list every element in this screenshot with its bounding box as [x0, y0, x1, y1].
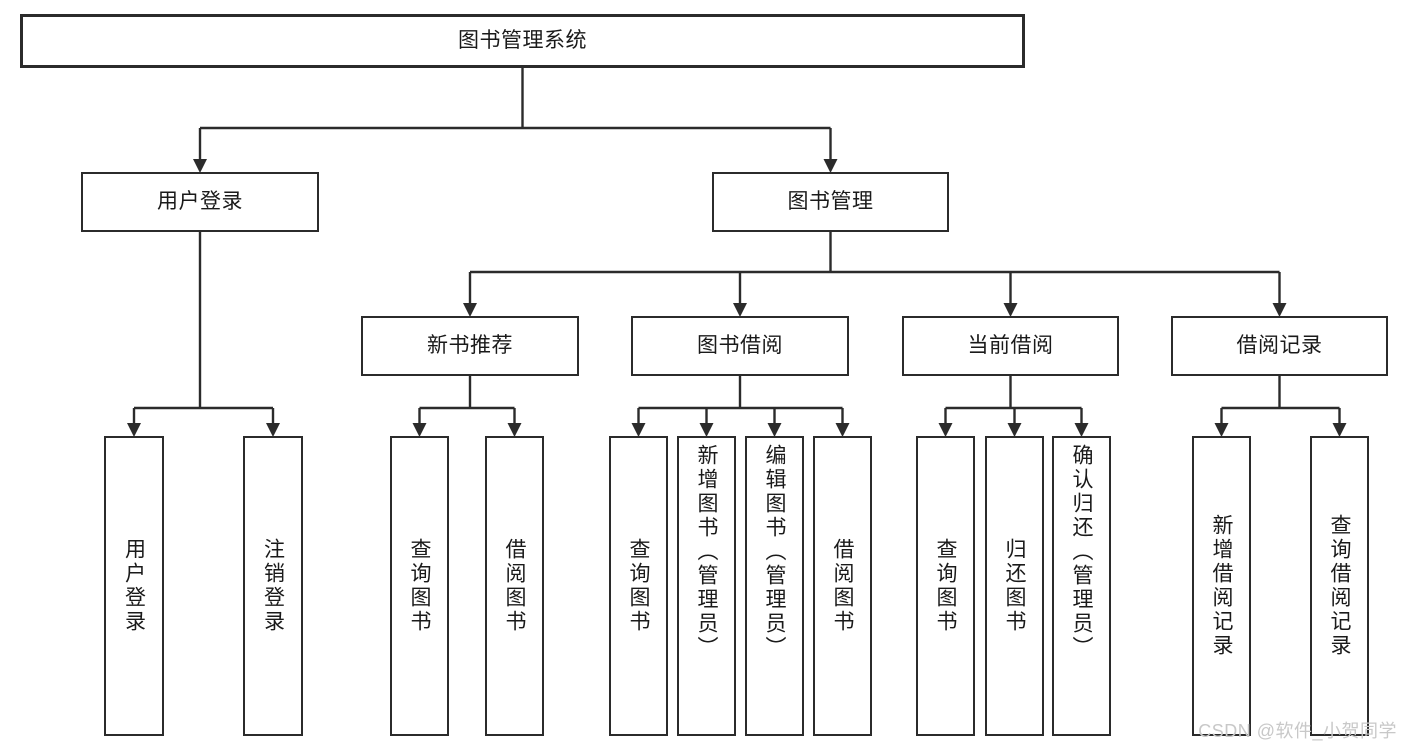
node-label: 注销登录 [261, 538, 285, 634]
node-book-manage[interactable]: 图书管理 [712, 172, 949, 232]
node-book-borrow[interactable]: 图书借阅 [631, 316, 849, 376]
node-label: 借阅图书 [503, 538, 526, 634]
arrow-head-new-book-rec [463, 303, 477, 317]
arrow-head-leaf-query-book-1 [412, 423, 427, 437]
node-leaf-query-book-2[interactable]: 查询图书 [609, 436, 668, 736]
node-leaf-return-book[interactable]: 归还图书 [985, 436, 1044, 736]
node-leaf-borrow-book-2[interactable]: 借阅图书 [813, 436, 872, 736]
node-label: 新增图书（管理员） [695, 444, 718, 660]
arrow-head-leaf-add-record [1214, 423, 1229, 437]
node-leaf-query-book-3[interactable]: 查询图书 [916, 436, 975, 736]
node-leaf-query-book-1[interactable]: 查询图书 [390, 436, 449, 736]
node-label: 图书管理 [787, 190, 874, 214]
node-label: 借阅图书 [831, 538, 854, 634]
node-label: 新书推荐 [427, 334, 513, 358]
node-label: 归还图书 [1003, 538, 1026, 634]
node-leaf-query-record[interactable]: 查询借阅记录 [1310, 436, 1369, 736]
node-leaf-borrow-book-1[interactable]: 借阅图书 [485, 436, 544, 736]
node-label: 用户登录 [122, 538, 146, 634]
arrow-head-leaf-confirm-return [1074, 423, 1089, 437]
arrow-head-leaf-query-book-2 [631, 423, 646, 437]
arrow-head-leaf-user-login [127, 423, 141, 437]
node-borrow-record[interactable]: 借阅记录 [1171, 316, 1388, 376]
watermark-label: CSDN @软件_小贺同学 [1198, 721, 1397, 741]
node-label: 确认归还（管理员） [1070, 444, 1093, 660]
node-label: 编辑图书（管理员） [763, 444, 786, 660]
node-leaf-user-login[interactable]: 用户登录 [104, 436, 164, 736]
node-label: 图书管理系统 [458, 29, 587, 53]
node-label: 查询图书 [408, 538, 431, 634]
arrow-head-user-login [193, 159, 207, 173]
node-leaf-logout[interactable]: 注销登录 [243, 436, 303, 736]
arrow-head-leaf-borrow-book-2 [835, 423, 850, 437]
arrow-head-leaf-query-record [1332, 423, 1347, 437]
arrow-head-book-manage [823, 159, 838, 173]
node-root[interactable]: 图书管理系统 [20, 14, 1025, 68]
node-label: 用户登录 [157, 190, 243, 214]
node-label: 新增借阅记录 [1210, 514, 1233, 658]
node-leaf-edit-book[interactable]: 编辑图书（管理员） [745, 436, 804, 736]
node-current-borrow[interactable]: 当前借阅 [902, 316, 1119, 376]
node-leaf-confirm-return[interactable]: 确认归还（管理员） [1052, 436, 1111, 736]
node-leaf-add-book[interactable]: 新增图书（管理员） [677, 436, 736, 736]
node-label: 图书借阅 [697, 334, 783, 358]
arrow-head-leaf-add-book [699, 423, 714, 437]
node-user-login[interactable]: 用户登录 [81, 172, 319, 232]
node-label: 查询借阅记录 [1328, 514, 1351, 658]
arrow-head-leaf-query-book-3 [938, 423, 953, 437]
node-leaf-add-record[interactable]: 新增借阅记录 [1192, 436, 1251, 736]
arrow-head-current-borrow [1003, 303, 1018, 317]
node-label: 借阅记录 [1236, 334, 1323, 358]
node-label: 查询图书 [934, 538, 957, 634]
node-new-book-rec[interactable]: 新书推荐 [361, 316, 579, 376]
node-label: 当前借阅 [967, 334, 1054, 358]
arrow-head-leaf-logout [266, 423, 280, 437]
arrow-head-leaf-borrow-book-1 [507, 423, 522, 437]
node-label: 查询图书 [627, 538, 650, 634]
arrow-head-leaf-edit-book [767, 423, 782, 437]
arrow-head-book-borrow [733, 303, 747, 317]
arrow-head-leaf-return-book [1007, 423, 1022, 437]
arrow-head-borrow-record [1272, 303, 1287, 317]
